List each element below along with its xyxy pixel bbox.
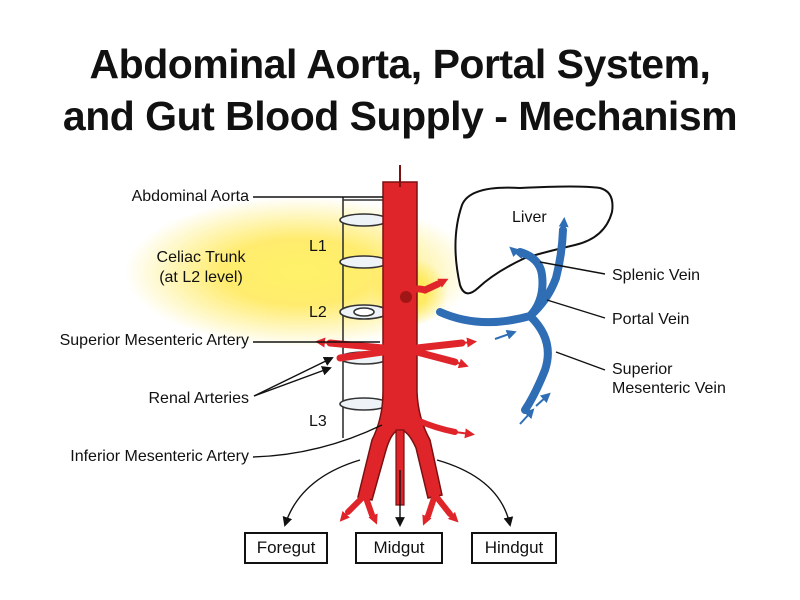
label-superior-mesenteric-artery: Superior Mesenteric Artery (59, 332, 249, 349)
diagram-title: Abdominal Aorta, Portal System, and Gut … (0, 38, 800, 142)
ima-arrow (454, 428, 475, 439)
midgut-branch (395, 429, 405, 506)
terminal-branch-arrows (339, 509, 459, 526)
label-liver: Liver (512, 209, 547, 226)
label-celiac-trunk-line2: (at L2 level) (159, 269, 243, 286)
hindgut-box: Hindgut (471, 532, 557, 564)
liver-outline (454, 185, 614, 295)
label-inferior-mesenteric-artery: Inferior Mesenteric Artery (70, 448, 249, 465)
inferior-mesenteric-artery-vessel (414, 417, 458, 435)
label-vertebra-l1: L1 (309, 238, 327, 255)
leader-lines (252, 196, 606, 527)
label-celiac-trunk-line1: Celiac Trunk (156, 249, 246, 266)
vertebral-column (339, 197, 389, 438)
celiac-origin (400, 291, 412, 303)
label-celiac-trunk: Celiac Trunk (at L2 level) (140, 248, 262, 288)
label-smv-line2: Mesenteric Vein (612, 380, 726, 397)
label-vertebra-l3: L3 (309, 413, 327, 430)
terminal-branches (345, 492, 453, 519)
label-splenic-vein: Splenic Vein (612, 267, 701, 284)
label-vertebra-l2: L2 (309, 304, 327, 321)
celiac-trunk-arrow (431, 278, 449, 288)
portal-venous-system (436, 226, 567, 414)
label-abdominal-aorta: Abdominal Aorta (131, 188, 249, 205)
title-line-2: and Gut Blood Supply - Mechanism (62, 93, 738, 139)
foregut-box: Foregut (244, 532, 328, 564)
label-smv-line1: Superior (612, 361, 673, 378)
title-line-1: Abdominal Aorta, Portal System, (89, 41, 711, 87)
renal-arteries (326, 339, 466, 366)
label-portal-vein: Portal Vein (612, 311, 690, 328)
label-superior-mesenteric-vein: Superior Mesenteric Vein (612, 360, 726, 398)
vein-flow-arrows (494, 217, 569, 425)
midgut-box: Midgut (355, 532, 443, 564)
label-renal-arteries: Renal Arteries (148, 390, 250, 407)
